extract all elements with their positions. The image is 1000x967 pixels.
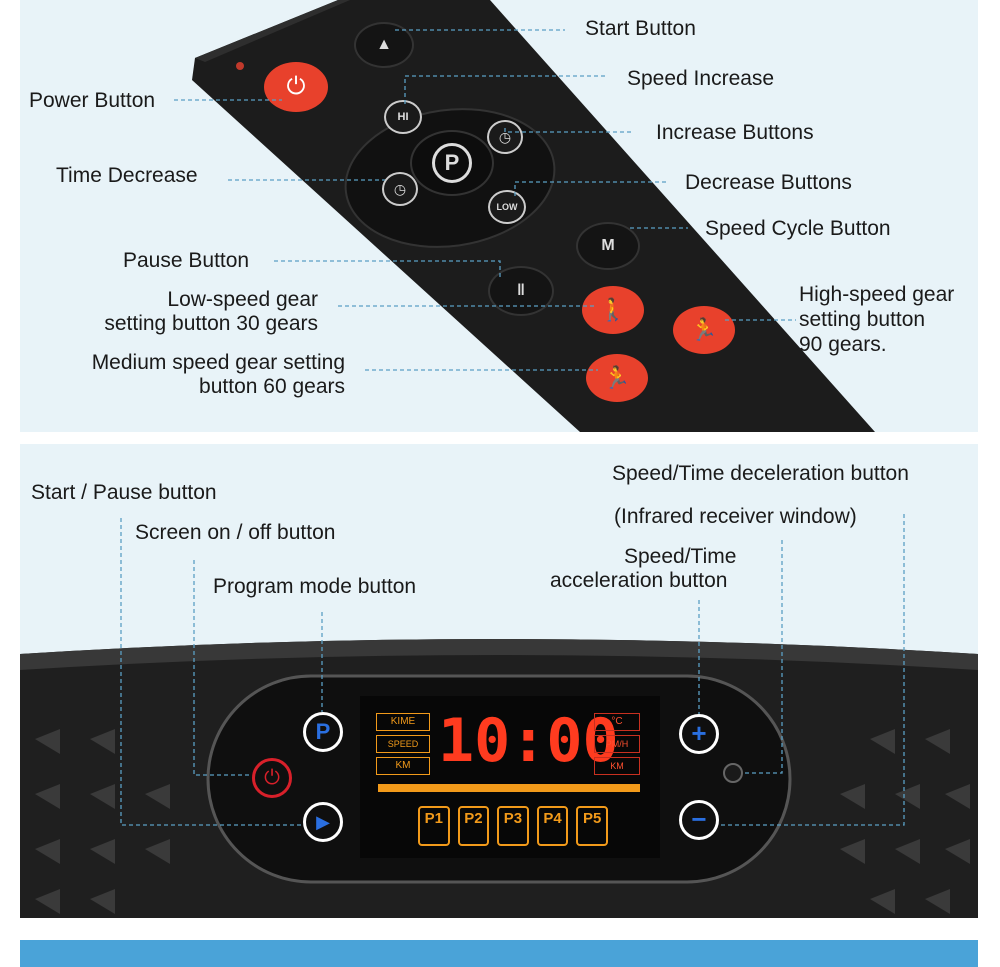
program-indicator-p2: P2 [457,806,490,846]
display-screen [360,696,660,858]
power-led [236,62,244,70]
label-time-decrease: Time Decrease [56,164,198,187]
label-start-button: Start Button [585,17,696,40]
studded-pad-left [35,729,170,914]
walker-icon: 🚶 [599,297,627,322]
display-indicator-celsius: °C [594,713,640,731]
program-indicator-p1: P1 [418,806,450,846]
label-start-pause: Start / Pause button [31,481,217,504]
remote-leader-lines [174,29,796,371]
label-high-speed-3: 90 gears. [799,333,887,356]
label-medium-speed-1: Medium speed gear setting [91,351,345,374]
console-speed-time-increase-button[interactable]: + [679,714,719,754]
clock-icon: ◷ [498,129,512,145]
clock-icon: ◷ [393,181,407,197]
label-high-speed-2: setting button [799,308,926,331]
label-speed-time-accel-2: acceleration button [550,569,728,592]
minus-icon: − [691,804,707,834]
studded-pad-right [840,729,970,914]
program-indicator-p5: P5 [576,806,608,846]
footer-bar [20,940,978,967]
pause-icon: ‖ [517,282,525,299]
remote-high-speed-button[interactable]: 🏃 [673,306,735,354]
program-indicator-p4: P4 [536,806,569,846]
display-indicator-pmh: PM/H [594,735,640,753]
console-leader-lines [120,514,905,826]
label-screen-on-off: Screen on / off button [135,521,336,544]
label-high-speed-1: High-speed gear [799,283,955,306]
label-decrease-buttons: Decrease Buttons [685,171,852,194]
label-increase-buttons: Increase Buttons [656,121,814,144]
display-indicator-speed: SPEED [376,735,430,753]
label-low-speed-2: setting button 30 gears [104,312,318,335]
label-power-button: Power Button [29,89,156,112]
low-label: LOW [496,202,518,212]
program-indicator-p3: P3 [497,806,529,846]
play-pause-icon: ▶ [316,812,330,832]
console-illustration [20,639,978,918]
runner-icon: 🏃 [603,365,631,390]
program-p-icon: P [432,142,472,183]
label-medium-speed-2: button 60 gears [199,375,345,398]
label-pause-button: Pause Button [123,249,250,272]
remote-program-button[interactable]: P [410,130,494,196]
console-start-pause-button[interactable]: ▶ [303,802,343,842]
console-panel: KIME SPEED KM 10:00 °C PM/H KM P1 P2 P3 … [20,444,978,918]
label-infrared: (Infrared receiver window) [614,505,857,528]
label-program-mode: Program mode button [213,575,417,598]
m-label: M [601,237,615,254]
remote-speed-increase-button[interactable]: HI [384,100,422,134]
remote-panel: ▲ ⏻ HI ◷ P ◷ LOW M ‖ 🚶 🏃 🏃 [20,0,978,432]
console-screen-power-button[interactable]: ⏻ [252,758,292,798]
display-indicator-km: KM [376,757,430,775]
label-speed-time-accel-1: Speed/Time [624,545,737,568]
display-progress-bar [378,784,640,792]
plus-icon: + [691,718,707,748]
remote-speed-decrease-button[interactable]: LOW [488,190,526,224]
hi-label: HI [397,111,409,123]
remote-medium-speed-button[interactable]: 🏃 [586,354,648,402]
remote-power-button[interactable]: ⏻ [264,62,328,112]
sprinter-icon: 🏃 [690,317,718,342]
remote-low-speed-button[interactable]: 🚶 [582,286,644,334]
label-speed-increase: Speed Increase [627,67,775,90]
power-icon: ⏻ [264,767,280,789]
console-speed-time-decrease-button[interactable]: − [679,800,719,840]
remote-time-decrease-button[interactable]: ◷ [382,172,418,206]
display-program-row: P1 P2 P3 P4 P5 [418,806,608,846]
remote-pause-button[interactable]: ‖ [488,266,554,316]
remote-speed-cycle-button[interactable]: M [576,222,640,270]
label-speed-cycle: Speed Cycle Button [705,217,891,240]
display-indicator-kime: KIME [376,713,430,731]
label-low-speed-1: Low-speed gear [167,288,318,311]
remote-time-increase-button[interactable]: ◷ [487,120,523,154]
console-program-mode-button[interactable]: P [303,712,343,752]
label-speed-time-decel: Speed/Time deceleration button [612,462,909,485]
infrared-window [723,763,743,783]
display-indicator-km-right: KM [594,757,640,775]
